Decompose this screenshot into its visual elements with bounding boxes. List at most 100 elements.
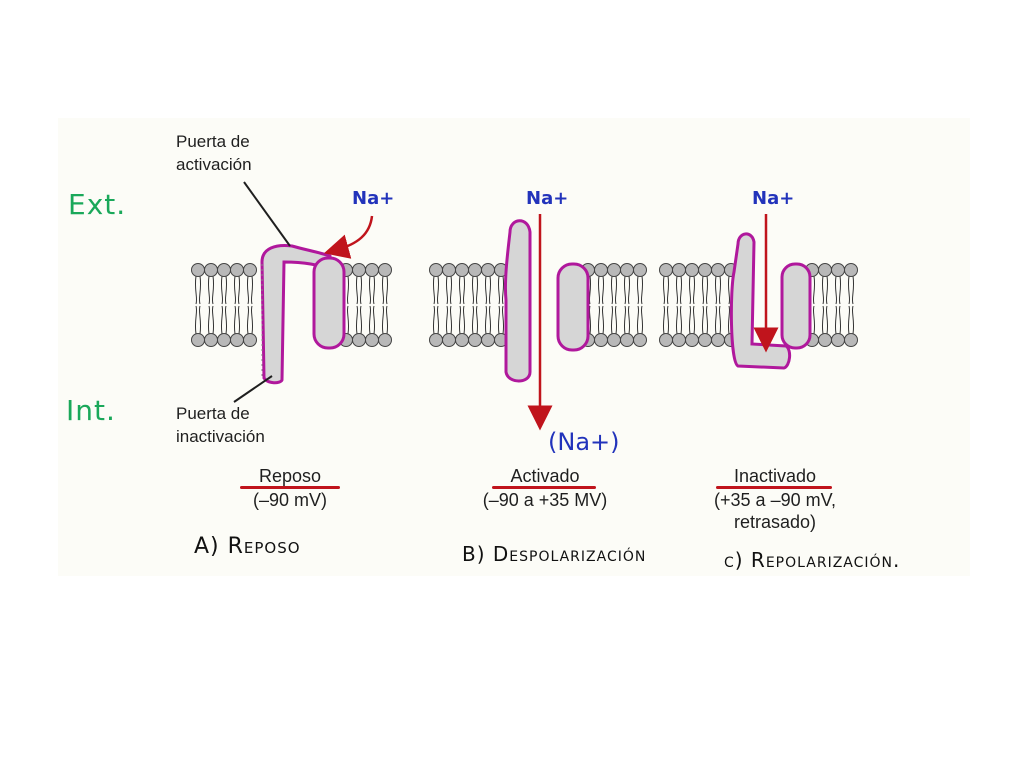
lipid-head (844, 263, 858, 277)
lipid-tail (484, 275, 492, 335)
lipid-head (365, 333, 379, 347)
state-label-resting: Reposo (258, 466, 322, 486)
lipid-head (378, 333, 392, 347)
subtitle-depolarization: B) Despolarización (462, 542, 647, 566)
lipid-tail (675, 275, 683, 335)
lipid-head (620, 263, 634, 277)
lipid-tail (714, 275, 722, 335)
lipid-head (442, 263, 456, 277)
lipid-head (230, 333, 244, 347)
na-arrow-resting (323, 215, 374, 259)
lipid-head (481, 263, 495, 277)
underline-inactivated (716, 486, 832, 489)
lipid-head (217, 263, 231, 277)
lipid-head (633, 263, 647, 277)
lipid-head (818, 263, 832, 277)
lipid-tail (688, 275, 696, 335)
lipid-tail (636, 275, 644, 335)
voltage-label-inactivated-line2: retrasado) (733, 512, 817, 532)
state-label-inactivated: Inactivado (733, 466, 817, 486)
lipid-tail (368, 275, 376, 335)
lipid-tail (381, 275, 389, 335)
na-ion-label-inside: (Na+) (548, 428, 620, 456)
lipid-head (243, 263, 257, 277)
lipid-tail (610, 275, 618, 335)
lipid-head (455, 263, 469, 277)
lipid-head (831, 263, 845, 277)
lipid-tail (246, 275, 254, 335)
lipid-head (481, 333, 495, 347)
lipid-tail (220, 275, 228, 335)
lipid-head (698, 333, 712, 347)
lipid-tail (662, 275, 670, 335)
lipid-tail (233, 275, 241, 335)
lipid-tail (821, 275, 829, 335)
gate-pointer-inactivation (233, 375, 273, 403)
lipid-head (698, 263, 712, 277)
lipid-tail (207, 275, 215, 335)
inactivation-gate-label-line1: Puerta de (176, 404, 250, 423)
na-ion-label-inactivated: Na+ (752, 188, 795, 209)
lipid-head (685, 263, 699, 277)
lipid-tail (497, 275, 505, 335)
lipid-head (685, 333, 699, 347)
lipid-head (243, 333, 257, 347)
na-ion-label-activated: Na+ (526, 188, 569, 209)
lipid-head (659, 263, 673, 277)
lipid-tail (847, 275, 855, 335)
lipid-head (607, 333, 621, 347)
interior-label: Int. (66, 394, 116, 427)
lipid-tail (701, 275, 709, 335)
lipid-head (468, 333, 482, 347)
lipid-tail (597, 275, 605, 335)
lipid-head (352, 263, 366, 277)
lipid-head (365, 263, 379, 277)
channel-activated (503, 219, 590, 383)
lipid-tail (445, 275, 453, 335)
activation-gate-label-line1: Puerta de (176, 132, 250, 151)
subtitle-resting: A) Reposo (194, 534, 301, 559)
exterior-label: Ext. (68, 188, 127, 221)
lipid-head (831, 333, 845, 347)
lipid-tail (471, 275, 479, 335)
lipid-head (442, 333, 456, 347)
lipid-head (672, 333, 686, 347)
lipid-head (429, 333, 443, 347)
lipid-head (468, 263, 482, 277)
lipid-head (455, 333, 469, 347)
lipid-head (191, 263, 205, 277)
lipid-head (191, 333, 205, 347)
lipid-head (204, 263, 218, 277)
lipid-head (594, 263, 608, 277)
lipid-head (672, 263, 686, 277)
lipid-head (429, 263, 443, 277)
gate-pointer-activation (243, 181, 291, 247)
lipid-tail (623, 275, 631, 335)
lipid-head (204, 333, 218, 347)
inactivation-gate-label-line2: inactivación (176, 427, 265, 446)
na-ion-label-resting: Na+ (352, 188, 395, 209)
state-label-activated: Activado (510, 466, 580, 486)
channel-resting (260, 244, 346, 385)
voltage-label-resting: (–90 mV) (252, 490, 328, 510)
lipid-head (620, 333, 634, 347)
lipid-head (217, 333, 231, 347)
lipid-bilayer (191, 263, 858, 347)
lipid-tail (355, 275, 363, 335)
lipid-head (711, 333, 725, 347)
lipid-tail (834, 275, 842, 335)
lipid-head (594, 333, 608, 347)
lipid-head (818, 333, 832, 347)
lipid-tail (432, 275, 440, 335)
lipid-head (711, 263, 725, 277)
voltage-label-activated: (–90 a +35 MV) (482, 490, 608, 510)
lipid-head (230, 263, 244, 277)
activation-gate-label-line2: activación (176, 155, 252, 174)
channel-inactivated (729, 232, 812, 370)
lipid-head (352, 333, 366, 347)
underline-activated (492, 486, 596, 489)
lipid-head (633, 333, 647, 347)
lipid-tail (194, 275, 202, 335)
